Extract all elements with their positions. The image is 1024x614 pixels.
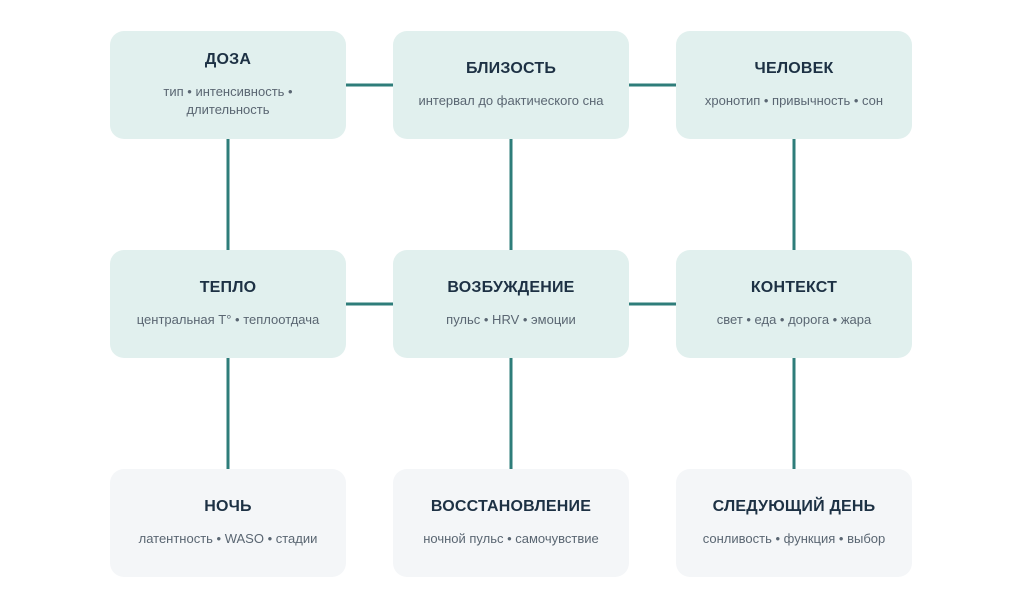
node-description: центральная T° • теплоотдача: [136, 312, 320, 327]
node-description: сонливость • функция • выбор: [702, 531, 886, 546]
node-title: ТЕПЛО: [199, 279, 257, 296]
node-description: интервал до фактического сна: [418, 93, 604, 108]
node-title: ВОССТАНОВЛЕНИЕ: [430, 498, 592, 515]
node-description: тип • интенсивность • длительность: [163, 84, 293, 117]
node-context: КОНТЕКСТ свет • еда • дорога • жара: [676, 250, 912, 358]
node-title: НОЧЬ: [204, 498, 252, 515]
node-description: пульс • HRV • эмоции: [446, 312, 576, 327]
node-next-day: СЛЕДУЮЩИЙ ДЕНЬ сонливость • функция • вы…: [676, 469, 912, 577]
node-title: ЧЕЛОВЕК: [754, 60, 834, 77]
node-heat: ТЕПЛО центральная T° • теплоотдача: [110, 250, 346, 358]
node-recovery: ВОССТАНОВЛЕНИЕ ночной пульс • самочувств…: [393, 469, 629, 577]
node-title: КОНТЕКСТ: [750, 279, 838, 296]
node-title: ВОЗБУЖДЕНИЕ: [447, 279, 575, 296]
node-dose: ДОЗА тип • интенсивность • длительность: [110, 31, 346, 139]
node-description: латентность • WASO • стадии: [138, 531, 318, 546]
node-description: ночной пульс • самочувствие: [423, 531, 599, 546]
node-title: ДОЗА: [204, 51, 252, 68]
node-arousal: ВОЗБУЖДЕНИЕ пульс • HRV • эмоции: [393, 250, 629, 358]
node-night: НОЧЬ латентность • WASO • стадии: [110, 469, 346, 577]
node-description: хронотип • привычность • сон: [704, 93, 884, 108]
node-title: БЛИЗОСТЬ: [465, 60, 557, 77]
node-proximity: БЛИЗОСТЬ интервал до фактического сна: [393, 31, 629, 139]
node-person: ЧЕЛОВЕК хронотип • привычность • сон: [676, 31, 912, 139]
node-title: СЛЕДУЮЩИЙ ДЕНЬ: [712, 498, 876, 515]
node-description: свет • еда • дорога • жара: [716, 312, 872, 327]
